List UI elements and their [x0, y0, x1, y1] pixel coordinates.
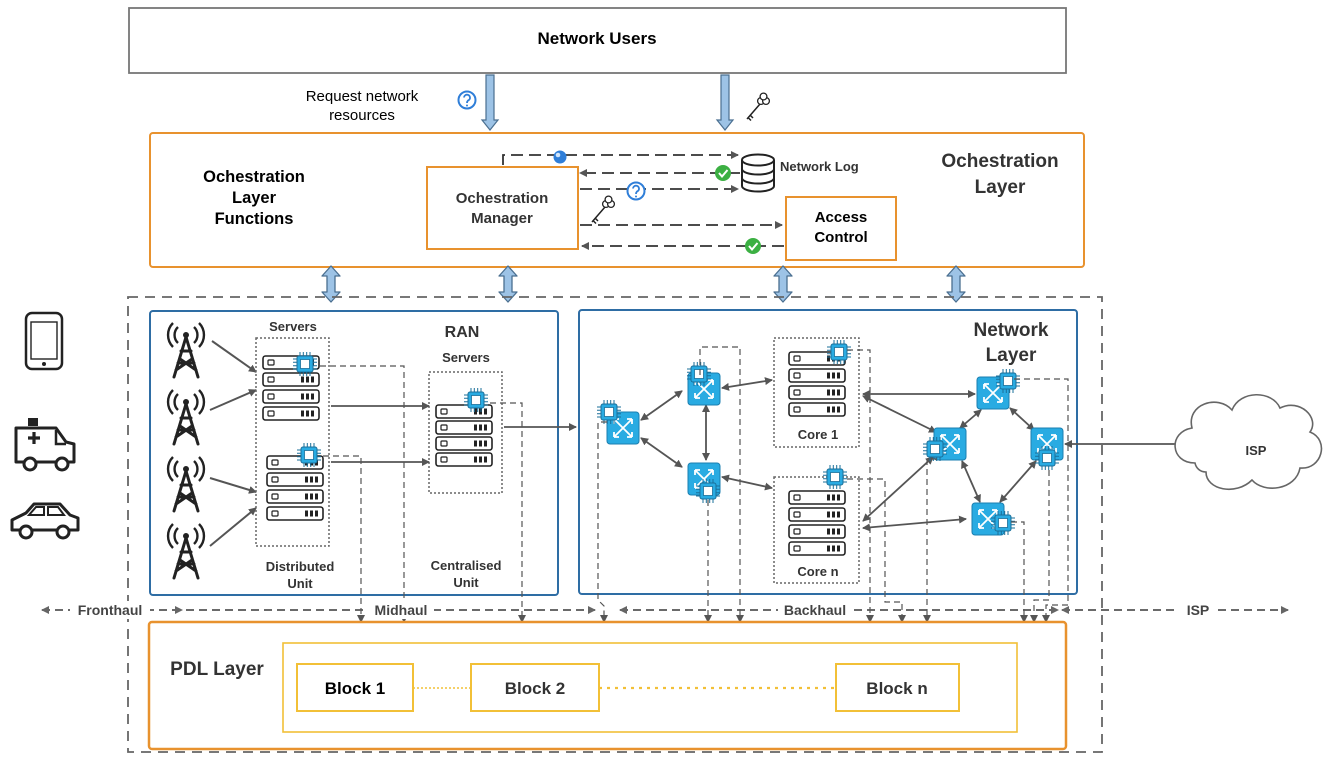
coren-label: Core n [797, 564, 838, 579]
du-server-8 [266, 506, 324, 521]
ran-box [149, 310, 559, 596]
access-control-line2: Control [814, 229, 867, 246]
isp-cloud [1174, 394, 1323, 490]
orchestration-layer-title-line1: Ochestration [941, 151, 1058, 172]
cu-label-line1: Centralised [431, 558, 502, 573]
cu-servers-label: Servers [442, 350, 490, 365]
du-servers-box [255, 337, 330, 547]
cu-server-4 [435, 452, 493, 467]
pdl-layer-box [147, 620, 1068, 751]
core1-server-4 [788, 402, 846, 417]
orchestration-layer-title-line2: Layer [975, 177, 1026, 198]
ambulance-icon [14, 418, 76, 472]
request-label-line1: Request network [306, 88, 419, 105]
core1-box [773, 337, 860, 448]
orchestration-manager-box [426, 166, 579, 250]
du-server-4 [262, 406, 320, 421]
du-label-line2: Unit [287, 576, 313, 591]
coren-server-1 [788, 490, 846, 505]
block-2-label: Block 2 [505, 679, 565, 698]
tower-icon-4 [166, 522, 206, 580]
question-icon-2 [626, 181, 646, 201]
du-servers-label: Servers [269, 319, 317, 334]
orchestration-functions-line2: Layer [232, 189, 277, 207]
du-server-7 [266, 489, 324, 504]
network-log-label: Network Log [780, 159, 859, 174]
network-layer-title-line1: Network [974, 320, 1049, 341]
tower-icon-2 [166, 388, 206, 446]
network-layer-title-line2: Layer [986, 345, 1037, 366]
du-server-2 [262, 372, 320, 387]
core1-server-2 [788, 368, 846, 383]
coren-server-2 [788, 507, 846, 522]
query-ball-icon [553, 150, 567, 164]
orchestration-manager-line2: Manager [471, 210, 533, 227]
access-control-box [785, 196, 897, 261]
midhaul-label: Midhaul [375, 602, 428, 618]
isp-link-label: ISP [1187, 602, 1210, 618]
core1-server-3 [788, 385, 846, 400]
du-server-6 [266, 472, 324, 487]
database-icon [741, 153, 775, 193]
isp-cloud-label: ISP [1246, 443, 1267, 458]
block-2 [470, 663, 600, 712]
cu-servers-box [428, 371, 503, 494]
orchestration-manager-line1: Ochestration [456, 190, 549, 207]
cu-server-3 [435, 436, 493, 451]
request-arrow [480, 74, 500, 131]
tower-icon-3 [166, 455, 206, 513]
network-users-box [128, 7, 1067, 74]
smartphone-icon [24, 311, 64, 371]
backhaul-label: Backhaul [784, 602, 846, 618]
block-n-label: Block n [866, 679, 927, 698]
orchestration-functions-line3: Functions [215, 210, 294, 228]
fronthaul-label: Fronthaul [78, 602, 143, 618]
orchestration-functions-line1: Ochestration [203, 168, 305, 186]
block-1-label: Block 1 [325, 679, 385, 698]
key-icon [746, 92, 771, 122]
key-arrow [715, 74, 735, 131]
network-users-title: Network Users [537, 29, 656, 48]
coren-box [773, 476, 860, 584]
cu-label-line2: Unit [453, 575, 479, 590]
access-control-line1: Access [815, 209, 868, 226]
car-icon [10, 502, 80, 540]
check-icon-2 [744, 237, 762, 255]
pdl-chain-box [282, 642, 1018, 733]
coren-server-3 [788, 524, 846, 539]
pdl-layer-title: PDL Layer [170, 659, 264, 680]
check-icon [714, 164, 732, 182]
coren-server-4 [788, 541, 846, 556]
chip-icon-coren [822, 464, 848, 490]
block-n [835, 663, 960, 712]
ran-title: RAN [445, 324, 480, 341]
request-label-line2: resources [329, 107, 395, 124]
du-label-line1: Distributed [266, 559, 335, 574]
question-icon [457, 90, 477, 110]
du-server-3 [262, 389, 320, 404]
core1-label: Core 1 [798, 427, 838, 442]
network-layer-box [578, 309, 1078, 595]
tower-icon-1 [166, 321, 206, 379]
block-1 [296, 663, 414, 712]
cu-server-2 [435, 420, 493, 435]
